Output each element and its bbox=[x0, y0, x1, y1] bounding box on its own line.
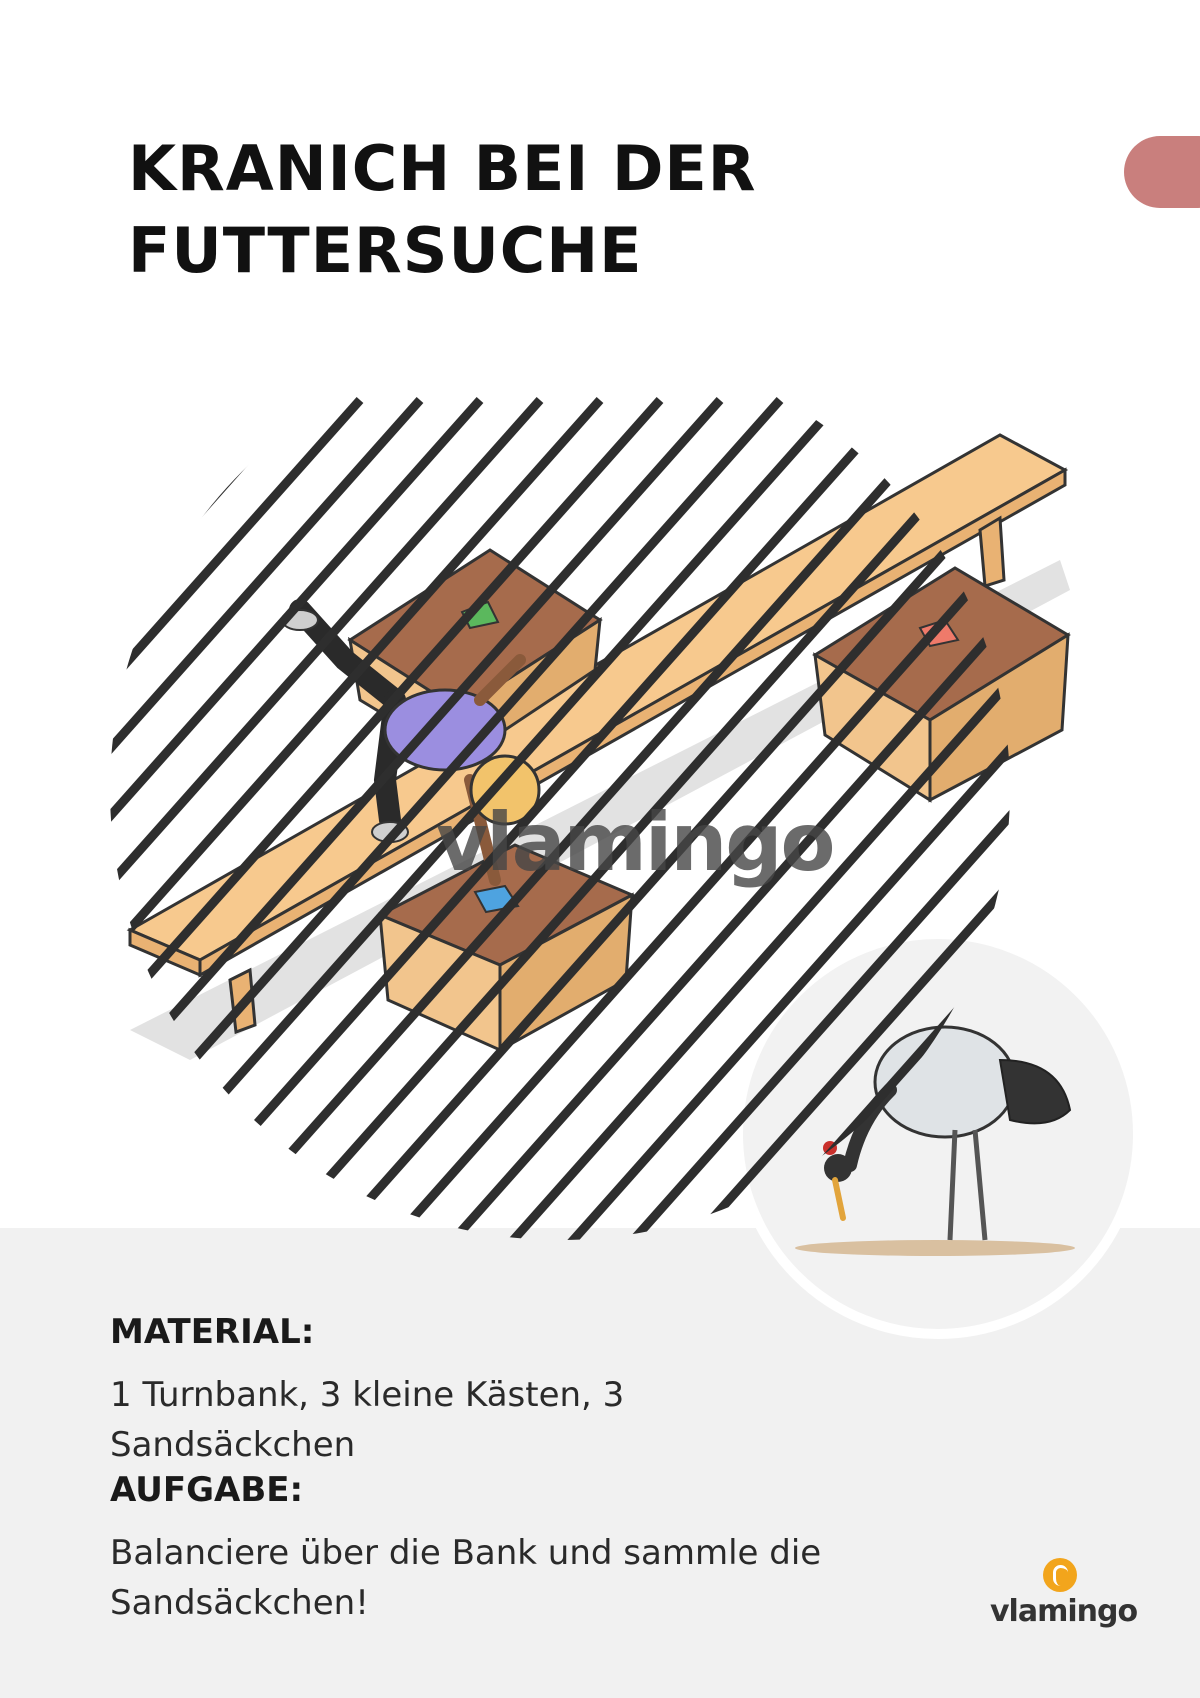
stripe bbox=[110, 397, 664, 1240]
title-line-1: KRANICH BEI DER bbox=[128, 132, 757, 205]
stripe bbox=[216, 397, 1010, 1240]
stripe bbox=[110, 397, 604, 1240]
title-line-2: FUTTERSUCHE bbox=[128, 214, 643, 287]
corner-tab bbox=[1124, 136, 1200, 208]
stripe bbox=[156, 397, 964, 1240]
material-heading: MATERIAL: bbox=[110, 1312, 315, 1352]
stripe bbox=[110, 397, 484, 1240]
brand-name: vlamingo bbox=[990, 1594, 1138, 1629]
stripe bbox=[1180, 400, 1200, 1300]
stripe bbox=[110, 397, 724, 1240]
stripe bbox=[576, 397, 1010, 1240]
watermark: vlamingo bbox=[436, 796, 836, 889]
stripe bbox=[110, 397, 544, 1240]
task-text: Balanciere über die Bank und sammle die … bbox=[110, 1533, 822, 1623]
task-heading: AUFGABE: bbox=[110, 1470, 304, 1510]
stripe bbox=[636, 397, 1010, 1240]
vlamingo-logo-icon bbox=[1043, 1558, 1077, 1592]
box-right bbox=[812, 566, 1071, 803]
crane-illustration bbox=[795, 1025, 1075, 1256]
material-text: 1 Turnbank, 3 kleine Kästen, 3 Sandsäckc… bbox=[110, 1375, 625, 1465]
stripe bbox=[110, 397, 424, 1240]
page-title: KRANICH BEI DER FUTTERSUCHE bbox=[128, 128, 757, 292]
stripe bbox=[456, 397, 1010, 1240]
stripe bbox=[110, 397, 184, 1240]
stripe bbox=[396, 397, 1010, 1240]
brand-logo: vlamingo bbox=[990, 1558, 1138, 1629]
stripe bbox=[516, 397, 1010, 1240]
stripe bbox=[110, 397, 364, 1240]
